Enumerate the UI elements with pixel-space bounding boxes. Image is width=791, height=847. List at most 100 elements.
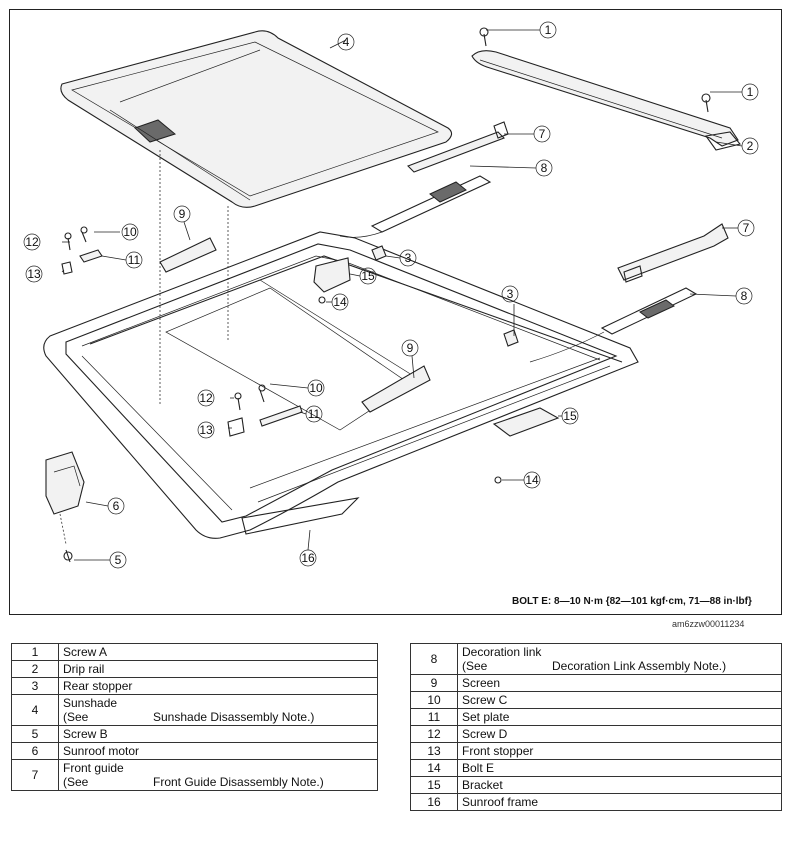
callout-9a: 9 <box>173 205 191 223</box>
small-parts <box>61 27 711 484</box>
part-number: 6 <box>11 742 59 760</box>
part-number: 9 <box>410 674 458 692</box>
part-name: Screw A <box>58 643 378 661</box>
part-name: Screw B <box>58 725 378 743</box>
decoration-links <box>339 175 698 363</box>
svg-text:7: 7 <box>539 127 546 141</box>
front-guides <box>407 121 729 283</box>
svg-text:2: 2 <box>747 139 754 153</box>
note-link-text[interactable]: Decoration Link Assembly Note.) <box>552 659 727 673</box>
part-number: 2 <box>11 660 59 678</box>
part-number: 10 <box>410 691 458 709</box>
svg-text:4: 4 <box>343 35 350 49</box>
svg-text:10: 10 <box>123 225 137 239</box>
part-note: (See Sunshade Disassembly Note.) <box>63 710 373 724</box>
exploded-diagram: 1 1 2 3 3 4 5 6 7 7 8 8 9 9 10 10 11 11 … <box>9 9 782 615</box>
callout-13b: 13 <box>197 421 215 439</box>
svg-text:14: 14 <box>525 473 539 487</box>
part-number: 11 <box>410 708 458 726</box>
part-name: Bracket <box>457 776 782 794</box>
table-row: 4 Sunshade(See Sunshade Disassembly Note.) <box>11 694 378 726</box>
sunroof-frame <box>43 150 639 539</box>
part-name: Front guide <box>63 761 124 775</box>
callout-7a: 7 <box>533 125 551 143</box>
note-prefix: (See <box>63 710 89 724</box>
svg-text:8: 8 <box>741 289 748 303</box>
part-cell: Front guide(See Front Guide Disassembly N… <box>58 759 378 791</box>
callout-8a: 8 <box>535 159 553 177</box>
part-name: Decoration link <box>462 645 542 659</box>
part-number: 13 <box>410 742 458 760</box>
svg-text:13: 13 <box>199 423 213 437</box>
callout-2: 2 <box>741 137 759 155</box>
callout-3b: 3 <box>501 285 519 303</box>
screens <box>159 237 431 413</box>
drip-rail <box>471 50 741 151</box>
svg-text:9: 9 <box>179 207 186 221</box>
note-link-text[interactable]: Sunshade Disassembly Note.) <box>153 710 315 724</box>
svg-text:16: 16 <box>301 551 315 565</box>
callouts: 1 1 2 3 3 4 5 6 7 7 8 8 9 9 10 10 11 11 … <box>23 21 759 569</box>
callout-14b: 14 <box>523 471 541 489</box>
svg-text:13: 13 <box>27 267 41 281</box>
callout-1a: 1 <box>539 21 557 39</box>
callout-7b: 7 <box>737 219 755 237</box>
part-number: 8 <box>410 643 458 675</box>
svg-text:12: 12 <box>25 235 39 249</box>
part-name: Sunroof frame <box>457 793 782 811</box>
callout-3a: 3 <box>399 249 417 267</box>
note-link-text[interactable]: Front Guide Disassembly Note.) <box>153 775 324 789</box>
note-prefix: (See <box>63 775 89 789</box>
part-number: 16 <box>410 793 458 811</box>
part-number: 14 <box>410 759 458 777</box>
part-name: Front stopper <box>457 742 782 760</box>
svg-text:3: 3 <box>405 251 412 265</box>
figure-code: am6zzw00011234 <box>672 619 745 629</box>
part-number: 4 <box>11 694 59 726</box>
svg-text:7: 7 <box>743 221 750 235</box>
svg-text:10: 10 <box>309 381 323 395</box>
svg-text:11: 11 <box>128 253 141 267</box>
callout-15b: 15 <box>561 407 579 425</box>
callout-14a: 14 <box>331 293 349 311</box>
part-number: 5 <box>11 725 59 743</box>
part-name: Screw C <box>457 691 782 709</box>
part-number: 12 <box>410 725 458 743</box>
callout-9b: 9 <box>401 339 419 357</box>
callout-16: 16 <box>299 549 317 567</box>
callout-4: 4 <box>337 33 355 51</box>
svg-text:14: 14 <box>333 295 347 309</box>
sunroof-motor <box>45 451 85 563</box>
part-name: Set plate <box>457 708 782 726</box>
svg-text:15: 15 <box>361 269 375 283</box>
callout-12a: 12 <box>23 233 41 251</box>
svg-text:3: 3 <box>507 287 514 301</box>
callout-leaders <box>61 29 743 561</box>
svg-text:12: 12 <box>199 391 213 405</box>
svg-text:6: 6 <box>113 499 120 513</box>
part-name: Screw D <box>457 725 782 743</box>
part-name: Drip rail <box>58 660 378 678</box>
callout-8b: 8 <box>735 287 753 305</box>
callout-11a: 11 <box>125 251 143 269</box>
part-name: Sunshade <box>63 696 118 710</box>
svg-text:1: 1 <box>545 23 552 37</box>
callout-10a: 10 <box>121 223 139 241</box>
torque-spec-note: BOLT E: 8—10 N·m {82—101 kgf·cm, 71—88 i… <box>512 596 752 607</box>
svg-text:9: 9 <box>407 341 414 355</box>
callout-12b: 12 <box>197 389 215 407</box>
